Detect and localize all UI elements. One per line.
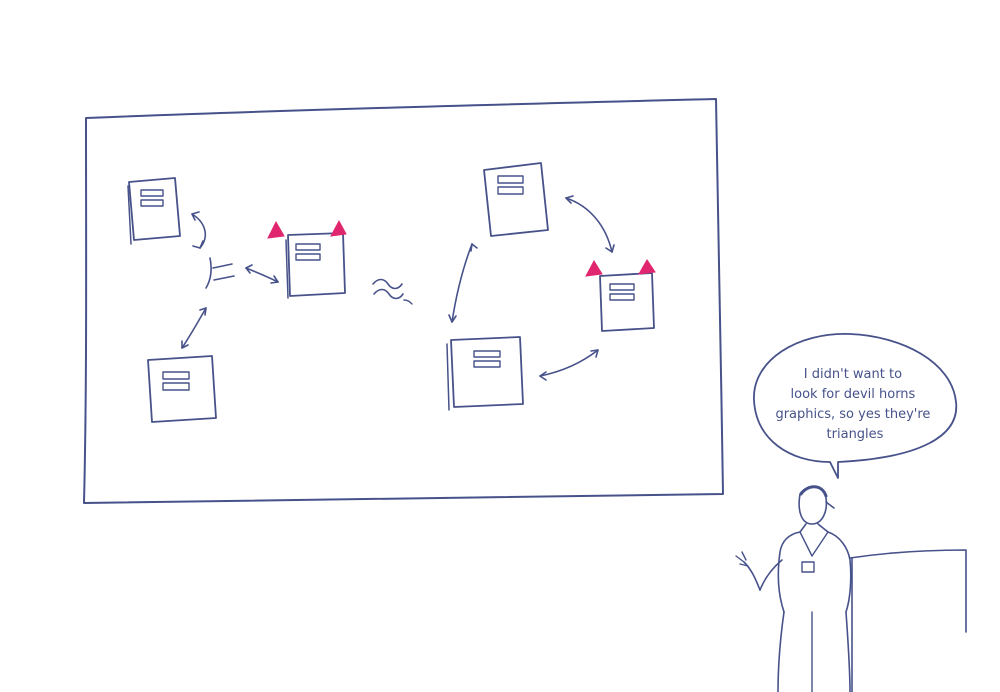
badge-icon bbox=[801, 561, 815, 573]
speech-line: triangles bbox=[827, 427, 884, 442]
doc-icon bbox=[127, 177, 181, 245]
doc-icon bbox=[446, 336, 524, 411]
doc-icon bbox=[147, 355, 217, 423]
horn-triangle-right bbox=[638, 259, 656, 275]
horn-triangle-right bbox=[330, 219, 347, 237]
speech-line: graphics, so yes they're bbox=[775, 407, 930, 422]
approx-symbol bbox=[372, 278, 413, 305]
horn-triangle-left bbox=[585, 259, 603, 277]
doc-icon bbox=[483, 162, 549, 237]
right-group bbox=[446, 162, 656, 411]
podium bbox=[849, 549, 967, 692]
presentation-screen bbox=[83, 98, 724, 504]
branching-arrows bbox=[181, 211, 279, 349]
speech-line: I didn't want to bbox=[804, 367, 902, 382]
cycle-arrows bbox=[448, 195, 615, 381]
doc-icon-with-horns bbox=[585, 259, 656, 332]
speech-text: I didn't want to look for devil horns gr… bbox=[775, 367, 934, 442]
horn-triangle-left bbox=[267, 220, 285, 239]
presenter bbox=[735, 485, 852, 692]
speech-line: look for devil horns bbox=[791, 387, 916, 402]
left-group bbox=[127, 177, 347, 423]
speech-bubble: I didn't want to look for devil horns gr… bbox=[753, 333, 958, 479]
doc-icon-with-horns bbox=[267, 219, 347, 299]
